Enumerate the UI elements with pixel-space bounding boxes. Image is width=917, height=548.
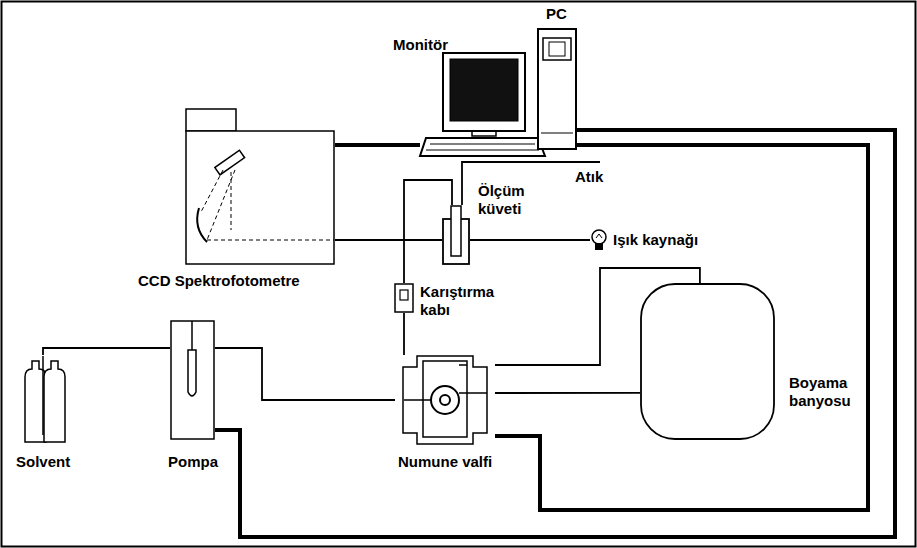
grating: [215, 150, 245, 175]
mixing-vessel-shape: [394, 283, 414, 313]
sample-valve: Numune valfi: [380, 350, 520, 475]
component-label: Monitör: [393, 36, 448, 54]
cuvette-cell: [451, 206, 461, 256]
component-label: Karıştırma kabı: [420, 283, 502, 319]
component-label: Numune valfi: [398, 453, 492, 471]
solvent-bottles: [22, 355, 67, 443]
flow-tube: [215, 348, 395, 400]
pc-drive-bay: [543, 38, 571, 60]
mixing-box: [395, 284, 413, 312]
monitor-screen: [450, 59, 518, 121]
bulb-base: [595, 243, 603, 250]
detector-cap: [186, 109, 236, 131]
flow-tube: [43, 348, 170, 355]
dye-bath: Boyama banyosu: [612, 260, 862, 445]
light-source-shape: [590, 229, 608, 251]
data-cable: [495, 145, 868, 510]
solvent-bottle-shape: [22, 355, 67, 443]
pc-tower: [537, 28, 577, 150]
monitor-case: [443, 53, 525, 131]
monitor: Monitör: [388, 35, 550, 160]
pump: Pompa: [160, 318, 235, 473]
dye-bath-shape: [640, 283, 775, 440]
component-label: Ölçüm küveti: [478, 182, 540, 218]
component-label: CCD Spektrofotometre: [138, 272, 300, 290]
flow-tube: [470, 239, 590, 241]
pump-shape: [170, 320, 215, 440]
pc-drive: [549, 42, 565, 56]
keyboard-row: [430, 144, 535, 145]
bottle: [44, 361, 65, 442]
note-label: Atık: [575, 168, 603, 186]
light-source: Işık kaynağı: [588, 226, 728, 256]
spectrometer-shape: [185, 108, 335, 265]
bath-vessel: [641, 284, 774, 439]
pc-tower: PC: [532, 3, 582, 153]
valve-body: [403, 356, 487, 444]
sample-valve-shape: [395, 355, 495, 445]
component-label: Boyama banyosu: [789, 374, 857, 410]
component-label: Işık kaynağı: [613, 231, 698, 249]
monitor-shape: [420, 52, 545, 157]
flow-tube: [495, 392, 640, 394]
pump-tube: [191, 321, 193, 350]
valve-port: [404, 365, 487, 400]
mirror: [197, 208, 207, 242]
flow-tube: [403, 313, 405, 355]
bulb-glass: [592, 230, 606, 244]
spectrometer-figure: [185, 108, 335, 265]
keyboard: [420, 138, 545, 156]
component-label: Solvent: [16, 453, 70, 471]
bulb-icon: [590, 229, 608, 251]
flow-tube: [335, 239, 442, 241]
light-path: [207, 240, 334, 241]
component-label: PC: [546, 5, 567, 23]
bulb-filament: [596, 234, 602, 238]
light-path: [201, 170, 223, 212]
monitor-stand: [472, 131, 496, 136]
cuvette-figure: [442, 205, 470, 265]
pc-case: [538, 29, 576, 149]
pump-piston: [188, 350, 196, 396]
spectrometer-body: [186, 131, 334, 264]
light-path: [207, 170, 235, 240]
valve-figure: [395, 355, 495, 445]
pc-line: [541, 133, 573, 134]
cuvette: Ölçüm küveti: [438, 180, 544, 268]
spectrometer: CCD Spektrofotometre: [130, 105, 360, 300]
mixing-vessel: [394, 283, 414, 313]
data-cable: [335, 143, 420, 147]
mixing-vessel: Karıştırma kabı: [388, 280, 504, 335]
keyboard-row: [426, 150, 539, 151]
pump-figure: [170, 320, 215, 440]
cuvette-shape: [442, 205, 470, 265]
light-path: [231, 172, 232, 230]
valve-rotor: [431, 386, 459, 414]
monitor-figure: [420, 52, 545, 157]
bath-figure: [640, 283, 775, 440]
component-label: Pompa: [168, 453, 218, 471]
mixing-cell: [400, 290, 408, 300]
solvent-tube: [42, 356, 44, 435]
valve-hub: [440, 395, 450, 405]
pump-body: [171, 321, 214, 439]
solvent-bottle: Solvent: [12, 345, 87, 475]
pc-tower-shape: [537, 28, 577, 150]
valve-inner: [423, 361, 467, 437]
